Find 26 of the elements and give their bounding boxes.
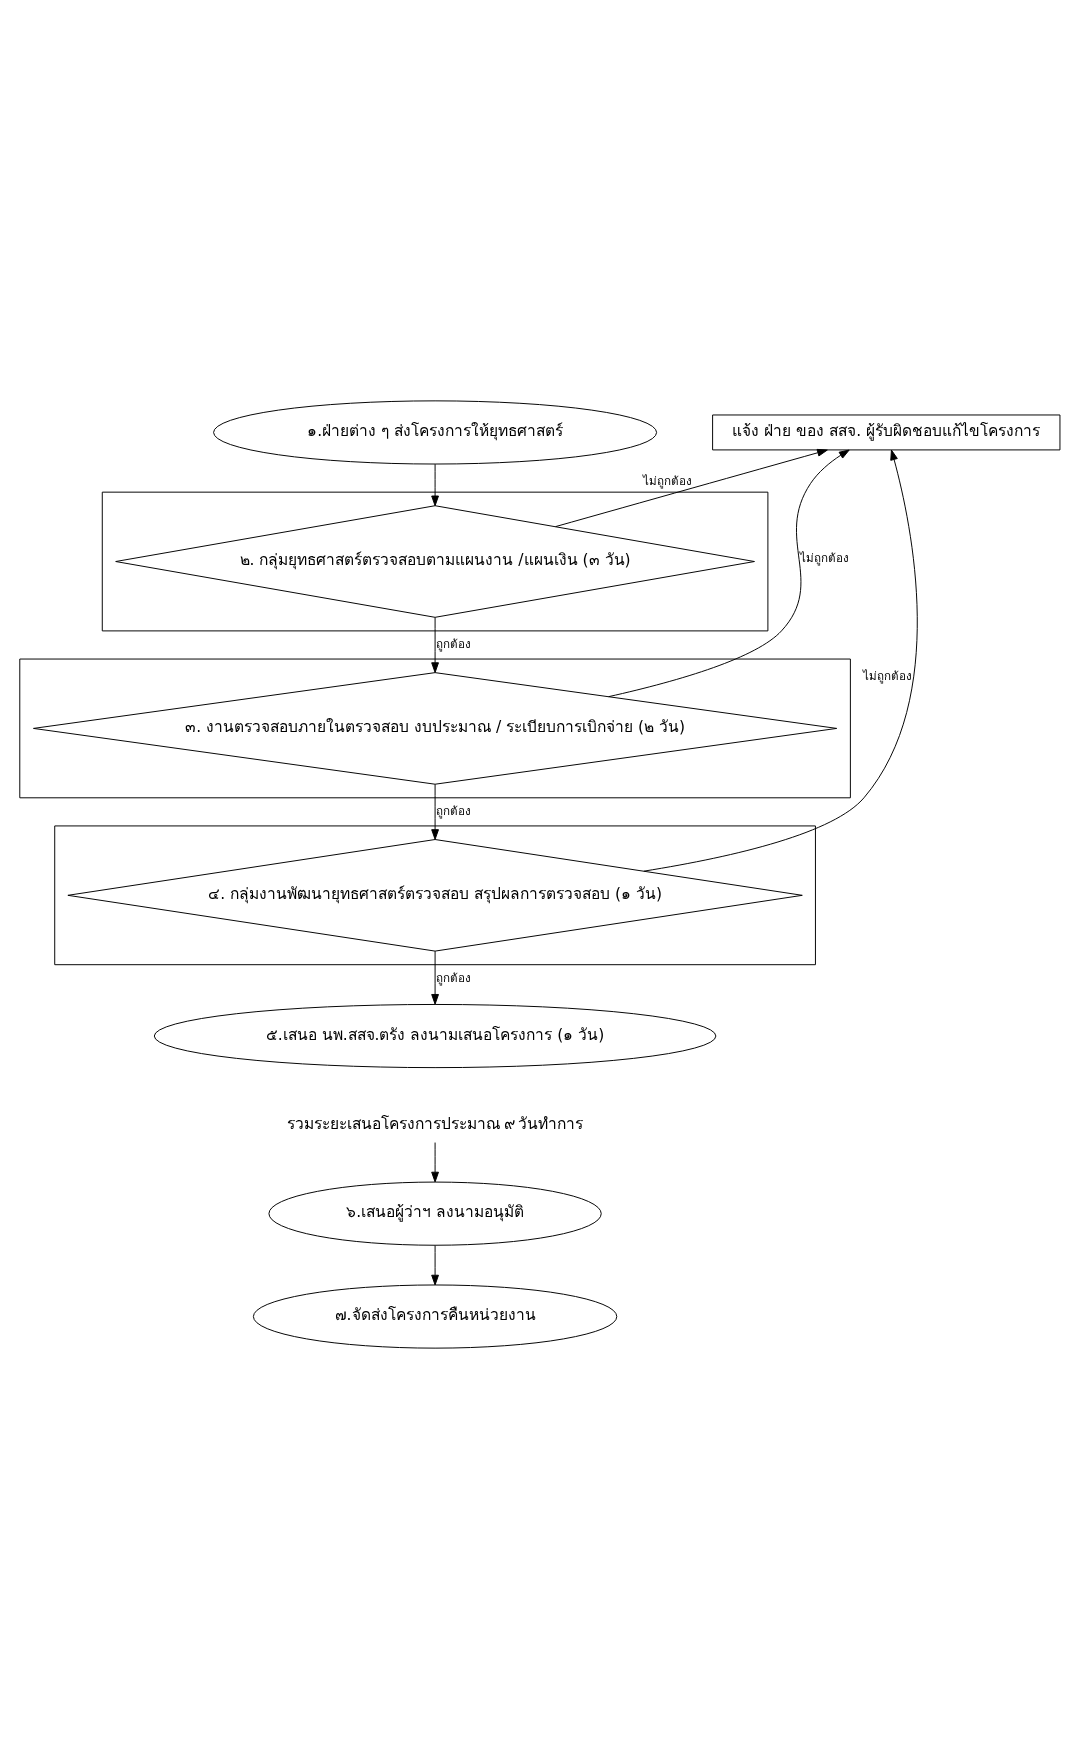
edge-label: ไม่ถูกต้อง (800, 550, 850, 565)
node-diamond: ๔. กลุ่มงานพัฒนายุทธศาสตร์ตรวจสอบ สรุปผลการตรวจสอบ (๑ วัน) (67, 838, 803, 952)
edge-label: ถูกต้อง (435, 636, 471, 651)
edge-label: ถูกต้อง (435, 803, 471, 818)
node-box: แจ้ง ฝ่าย ของ สสจ. ผู้รับผิดชอบแก้ไขโครงการ (712, 414, 1061, 450)
node-ellipse: ๑.ฝ่ายต่าง ๆ ส่งโครงการให้ยุทธศาสตร์ (213, 399, 658, 464)
node-ellipse: ๗.จัดส่งโครงการคืนหน่วยงาน (252, 1284, 618, 1349)
arrow (643, 449, 918, 872)
cluster (101, 491, 769, 631)
node-diamond: ๓. งานตรวจสอบภายในตรวจสอบ งบประมาณ / ระเบียบการเบิกจ่าย (๒ วัน) (33, 671, 838, 785)
node-ellipse: ๖.เสนอผู้ว่าฯ ลงนามอนุมัติ (268, 1181, 602, 1246)
node-diamond: ๒. กลุ่มยุทธศาสตร์ตรวจสอบตามแผนงาน /แผนเงิน (๓ วัน) (115, 504, 755, 618)
arrow (431, 1244, 439, 1285)
arrow (431, 616, 439, 673)
edge-label: ไม่ถูกต้อง (642, 473, 692, 488)
arrow (431, 463, 439, 506)
arrow (431, 783, 439, 840)
node-ellipse: ๕.เสนอ นพ.สสจ.ตรัง ลงนามเสนอโครงการ (๑ วัน) (153, 1003, 717, 1068)
edge-label: ถูกต้อง (435, 970, 471, 985)
arrow (431, 950, 439, 1005)
arrow (555, 448, 828, 527)
cluster (54, 824, 816, 965)
edge-label: ไม่ถูกต้อง (863, 668, 913, 683)
node-text: รวมระยะเสนอโครงการประมาณ ๙ วันทำการ (286, 1114, 584, 1132)
arrow (608, 449, 850, 697)
arrow (431, 1141, 439, 1182)
